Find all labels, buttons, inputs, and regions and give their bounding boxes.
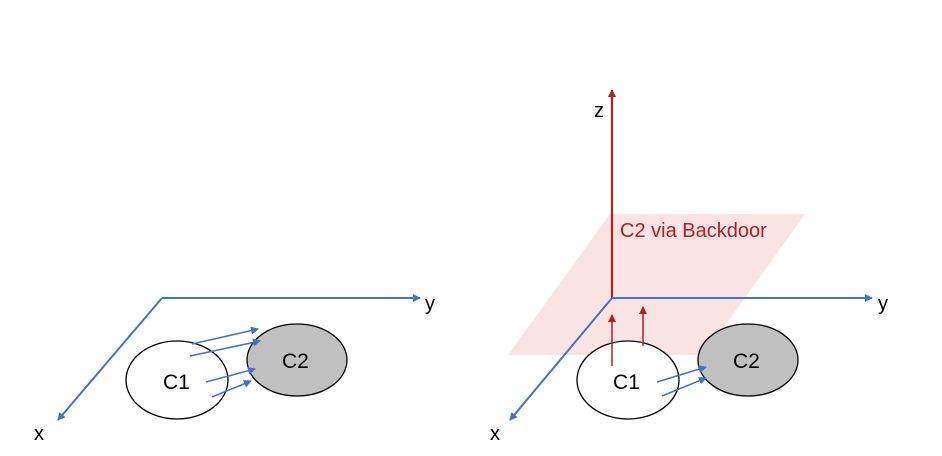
left-transfer-arrow [211,379,252,398]
left-c1-ellipse [125,340,229,420]
left-c1-label: C1 [163,371,190,394]
backdoor-plane [508,214,805,355]
right-transfer-arrow [661,376,707,397]
left-y-axis-label: y [425,293,435,315]
right-c2-ellipse [697,323,799,397]
right-y-axis-label: y [878,293,888,315]
left-panel: y x C1 C2 [34,293,435,445]
right-c2-label: C2 [733,350,760,373]
left-transfer-arrow [189,338,261,357]
left-c2-ellipse [246,323,348,397]
left-x-axis [57,297,163,421]
right-panel: C2 via Backdoor z y x C1 C2 [490,89,888,445]
right-c1-label: C1 [613,371,640,394]
right-x-axis-label: x [490,423,500,445]
left-x-axis-label: x [34,423,44,445]
right-z-axis-label: z [594,100,604,122]
left-c2-label: C2 [282,350,309,373]
backdoor-label: C2 via Backdoor [620,220,767,242]
left-transfer-arrow [205,366,256,383]
left-transfer-arrow [191,326,259,345]
right-c1-ellipse [576,340,680,420]
right-transfer-arrow [656,365,707,383]
right-x-axis [509,297,613,421]
